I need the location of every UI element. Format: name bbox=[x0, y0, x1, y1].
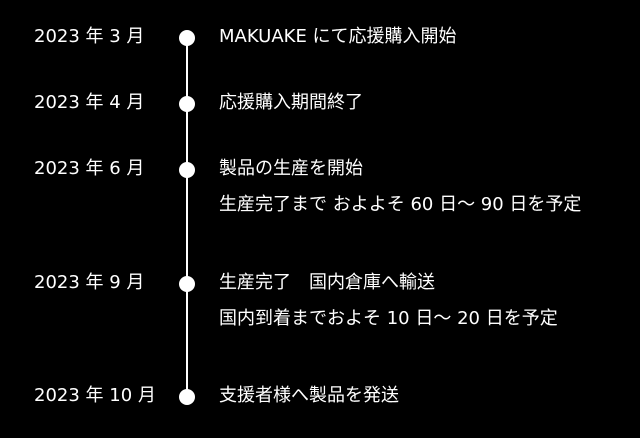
entry-text: 国内到着までおよそ 10 日～ 20 日を予定 bbox=[219, 308, 558, 329]
timeline-marker bbox=[179, 276, 195, 292]
timeline-axis bbox=[186, 37, 188, 397]
entry-description: 生産完了 国内倉庫へ輸送 国内到着までおよそ 10 日～ 20 日を予定 bbox=[219, 269, 629, 333]
entry-date: 2023 年 6 月 bbox=[34, 158, 145, 179]
entry-description: 応援購入期間終了 bbox=[219, 89, 629, 117]
entry-date: 2023 年 10 月 bbox=[34, 385, 156, 406]
entry-text: 支援者様へ製品を発送 bbox=[219, 385, 399, 406]
timeline-marker bbox=[179, 162, 195, 178]
entry-description: 支援者様へ製品を発送 bbox=[219, 382, 629, 410]
entry-date: 2023 年 4 月 bbox=[34, 92, 145, 113]
entry-text: 製品の生産を開始 bbox=[219, 158, 363, 179]
entry-text: 応援購入期間終了 bbox=[219, 92, 363, 113]
entry-description: MAKUAKE にて応援購入開始 bbox=[219, 23, 629, 51]
entry-text: 生産完了 国内倉庫へ輸送 bbox=[219, 272, 435, 293]
entry-date: 2023 年 9 月 bbox=[34, 272, 145, 293]
entry-date: 2023 年 3 月 bbox=[34, 26, 145, 47]
timeline-marker bbox=[179, 96, 195, 112]
entry-description: 製品の生産を開始 生産完了まで およよそ 60 日～ 90 日を予定 bbox=[219, 155, 629, 219]
entry-text: MAKUAKE にて応援購入開始 bbox=[219, 26, 457, 47]
timeline-marker bbox=[179, 389, 195, 405]
entry-text: 生産完了まで およよそ 60 日～ 90 日を予定 bbox=[219, 194, 582, 215]
timeline-marker bbox=[179, 30, 195, 46]
